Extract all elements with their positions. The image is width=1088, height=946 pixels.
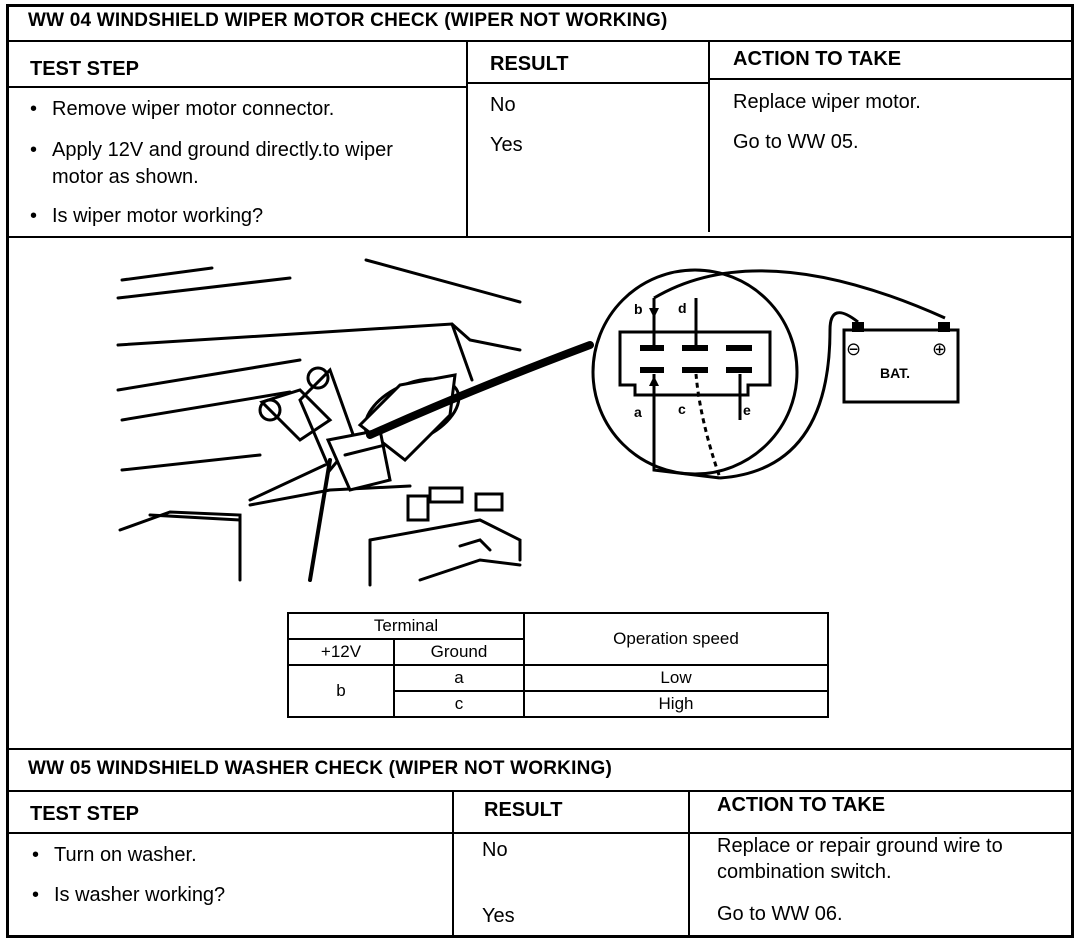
speed-cell: High [523,690,829,718]
battery-positive-icon: ⊕ [932,339,947,360]
terminal-e-label: e [743,402,751,418]
ww05-step: Turn on washer. [28,842,438,869]
divider [6,832,1074,834]
ww05-title: WW 05 WINDSHIELD WASHER CHECK (WIPER NOT… [28,758,613,779]
terminal-d-label: d [678,300,687,316]
ww05-result-header: RESULT [484,799,563,821]
divider [6,790,1074,792]
ww05-action-goto: Go to WW 06. [717,903,843,925]
ww05-action-replace: Replace or repair ground wire to combina… [717,835,1003,883]
ww05-step: Is washer working? [28,882,438,909]
divider [710,78,1074,80]
divider [688,790,690,938]
divider [466,40,468,236]
divider [6,748,1074,750]
wiper-motor-illustration: b d a c e ⊖ ⊕ BAT. [116,258,960,587]
ww04-result-no: No [490,94,516,116]
ww04-steps: Remove wiper motor connector. Apply 12V … [26,96,446,230]
ww04-action-header: ACTION TO TAKE [733,48,902,70]
ww04-result-header: RESULT [490,53,569,75]
plus12v-cell: b [287,664,395,718]
battery-negative-icon: ⊖ [846,339,861,360]
ground-header: Ground [393,638,525,666]
terminal-header: Terminal [287,612,525,640]
ww04-step: Is wiper motor working? [26,203,446,230]
battery-label: BAT. [880,365,910,381]
terminal-a-label: a [634,404,642,420]
battery [842,328,960,404]
ww04-result-yes: Yes [490,134,523,156]
ww04-action-goto: Go to WW 05. [733,131,859,153]
divider [708,40,710,232]
terminal-c-label: c [678,401,686,417]
ww05-action-header: ACTION TO TAKE [717,794,886,816]
divider [6,40,1074,42]
terminal-speed-table: Terminal Operation speed +12V Ground b a… [287,612,829,718]
divider [452,790,454,938]
ww04-step: Remove wiper motor connector. [26,96,446,123]
ground-cell: a [393,664,525,692]
plus12v-header: +12V [287,638,395,666]
ww04-step: Apply 12V and ground directly.to wiper m… [26,137,412,191]
speed-cell: Low [523,664,829,692]
ww05-result-no: No [482,839,508,861]
ww05-test-step-header: TEST STEP [30,803,139,825]
ww05-result-yes: Yes [482,905,515,927]
terminal-b-label: b [634,301,643,317]
operation-speed-header: Operation speed [523,612,829,666]
ww04-test-step-header: TEST STEP [30,58,139,80]
ww05-steps: Turn on washer. Is washer working? [28,842,438,909]
ww04-title: WW 04 WINDSHIELD WIPER MOTOR CHECK (WIPE… [28,10,668,31]
divider [6,236,1074,238]
divider [6,86,468,88]
panel-line [120,266,214,282]
ground-cell: c [393,690,525,718]
procedure-frame [6,4,1074,938]
divider [468,82,710,84]
ww04-action-replace: Replace wiper motor. [733,91,921,113]
